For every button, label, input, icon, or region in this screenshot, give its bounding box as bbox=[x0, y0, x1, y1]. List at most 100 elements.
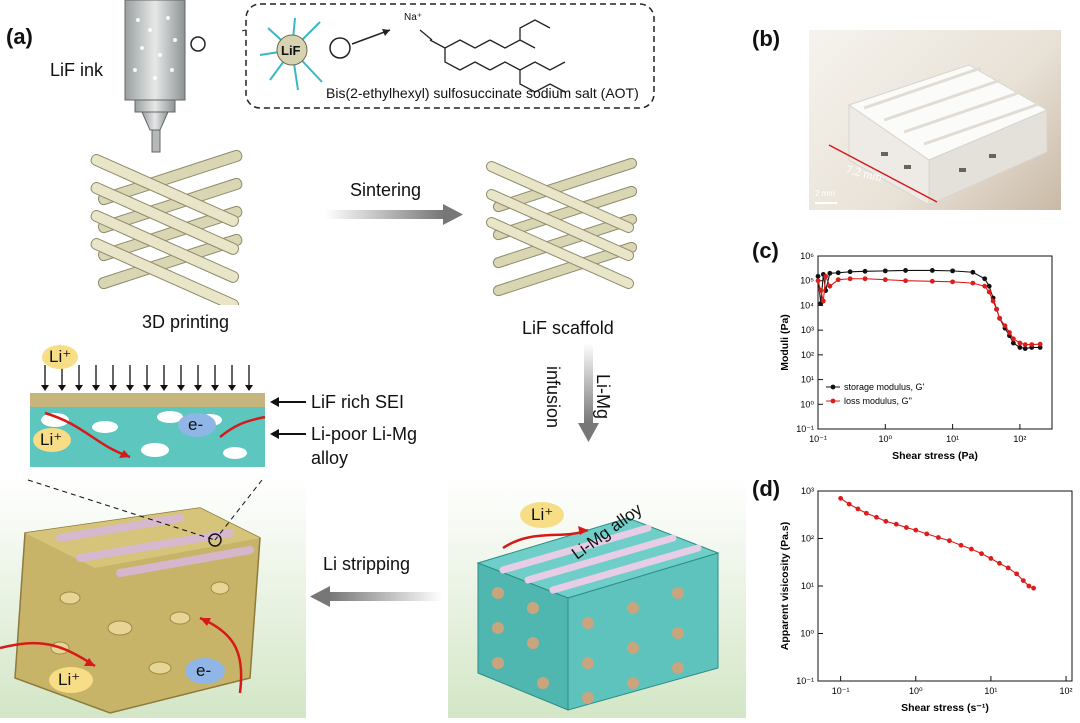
data-point bbox=[924, 531, 930, 537]
data-point bbox=[958, 542, 964, 548]
x-tick-label: 10¹ bbox=[984, 686, 997, 696]
data-point bbox=[835, 277, 841, 283]
data-point bbox=[903, 278, 908, 284]
e-minus-mid-badge bbox=[178, 413, 216, 437]
data-point bbox=[997, 560, 1002, 566]
legend-label: storage modulus, G' bbox=[844, 382, 925, 392]
x-axis-label: Shear stress (Pa) bbox=[892, 450, 978, 462]
data-point bbox=[1020, 578, 1026, 583]
y-tick-label: 10⁰ bbox=[800, 629, 814, 639]
series-line-1 bbox=[817, 276, 1041, 346]
data-point bbox=[929, 278, 935, 284]
x-tick-label: 10⁻¹ bbox=[832, 686, 850, 696]
data-point bbox=[968, 546, 974, 552]
y-tick-label: 10⁰ bbox=[800, 399, 814, 409]
sintering-label: Sintering bbox=[350, 180, 422, 200]
aot-caption: Bis(2-ethylhexyl) sulfosuccinate sodium … bbox=[326, 85, 639, 101]
alloy-block-illustration bbox=[476, 502, 720, 711]
y-tick-label: 10³ bbox=[801, 325, 814, 335]
panel-d-label: (d) bbox=[752, 476, 781, 501]
data-point bbox=[982, 276, 988, 282]
infusion-arrow bbox=[578, 343, 599, 442]
data-point bbox=[913, 527, 919, 533]
data-point bbox=[1005, 565, 1011, 571]
schematic-pointer-arrows bbox=[270, 397, 306, 439]
data-point bbox=[903, 525, 909, 530]
lif-ink-label: LiF ink bbox=[50, 60, 104, 80]
data-point bbox=[997, 315, 1003, 321]
data-point bbox=[1010, 340, 1016, 346]
alloy-label-1: Li-poor Li-Mg bbox=[311, 424, 418, 444]
plot-frame bbox=[817, 255, 1053, 430]
sei-schematic bbox=[30, 365, 266, 467]
infusion-label-1: Li-Mg bbox=[593, 374, 613, 420]
y-tick-label: 10² bbox=[801, 350, 814, 360]
data-point bbox=[827, 270, 833, 276]
data-point bbox=[818, 288, 824, 293]
data-point bbox=[855, 506, 861, 512]
infusion-label-2: infusion bbox=[543, 366, 563, 429]
data-point bbox=[970, 280, 976, 286]
series-line-0 bbox=[817, 269, 1041, 350]
x-axis-label: Shear stress (s⁻¹) bbox=[901, 702, 989, 714]
data-point bbox=[862, 268, 868, 274]
data-point bbox=[1022, 346, 1028, 351]
data-point bbox=[827, 283, 833, 289]
printing-lattice-illustration bbox=[90, 0, 243, 305]
printing-label: 3D printing bbox=[142, 312, 230, 332]
data-point bbox=[1031, 585, 1037, 591]
li-plus-top-badge bbox=[42, 345, 78, 369]
data-point bbox=[935, 535, 941, 540]
data-point bbox=[1014, 571, 1020, 577]
lif-scaffold-illustration bbox=[485, 157, 638, 297]
li-plus-left-badge bbox=[33, 428, 71, 452]
y-tick-label: 10¹ bbox=[801, 581, 814, 591]
data-point bbox=[979, 551, 984, 557]
scaffold-label: LiF scaffold bbox=[522, 318, 614, 338]
data-point bbox=[970, 269, 976, 275]
na-label: Na⁺ bbox=[404, 12, 423, 23]
x-tick-label: 10² bbox=[1060, 686, 1073, 696]
scale-label: 2 mm bbox=[815, 189, 835, 198]
x-tick-label: 10⁻¹ bbox=[809, 434, 827, 444]
data-point bbox=[820, 298, 826, 304]
data-point bbox=[846, 501, 852, 507]
data-point bbox=[874, 514, 879, 520]
li-plus-top-label: Li⁺ bbox=[49, 347, 72, 366]
y-tick-label: 10¹ bbox=[801, 375, 814, 385]
data-point bbox=[847, 269, 853, 275]
data-point bbox=[950, 268, 955, 274]
sintering-arrow bbox=[325, 204, 463, 225]
stripping-arrow bbox=[310, 586, 442, 607]
e-minus-mid-label: e- bbox=[188, 415, 204, 434]
data-point bbox=[893, 521, 899, 527]
x-tick-label: 10¹ bbox=[946, 434, 959, 444]
data-point bbox=[1037, 341, 1043, 347]
aot-callout bbox=[240, 3, 655, 109]
data-point bbox=[815, 273, 821, 279]
data-point bbox=[929, 268, 935, 273]
e-minus-porous-label: e- bbox=[196, 661, 212, 680]
panel-a-label: (a) bbox=[6, 24, 33, 49]
data-point bbox=[994, 306, 999, 312]
data-point bbox=[883, 518, 889, 524]
x-tick-label: 10² bbox=[1013, 434, 1026, 444]
x-tick-label: 10⁰ bbox=[878, 434, 892, 444]
data-point bbox=[950, 279, 955, 285]
series-line-0 bbox=[840, 497, 1034, 589]
li-plus-block-label: Li⁺ bbox=[531, 505, 554, 524]
y-tick-label: 10⁻¹ bbox=[796, 676, 814, 686]
data-point bbox=[1029, 342, 1035, 348]
data-point bbox=[1010, 336, 1016, 342]
li-plus-left-label: Li⁺ bbox=[40, 430, 63, 449]
legend-marker bbox=[830, 398, 836, 404]
data-point bbox=[986, 283, 992, 289]
data-point bbox=[862, 276, 868, 282]
data-point bbox=[847, 276, 853, 282]
panel-c-label: (c) bbox=[752, 238, 779, 263]
data-point bbox=[1026, 583, 1032, 589]
data-point bbox=[1017, 340, 1023, 346]
panel-b-label: (b) bbox=[752, 26, 781, 51]
y-tick-label: 10² bbox=[801, 534, 814, 544]
